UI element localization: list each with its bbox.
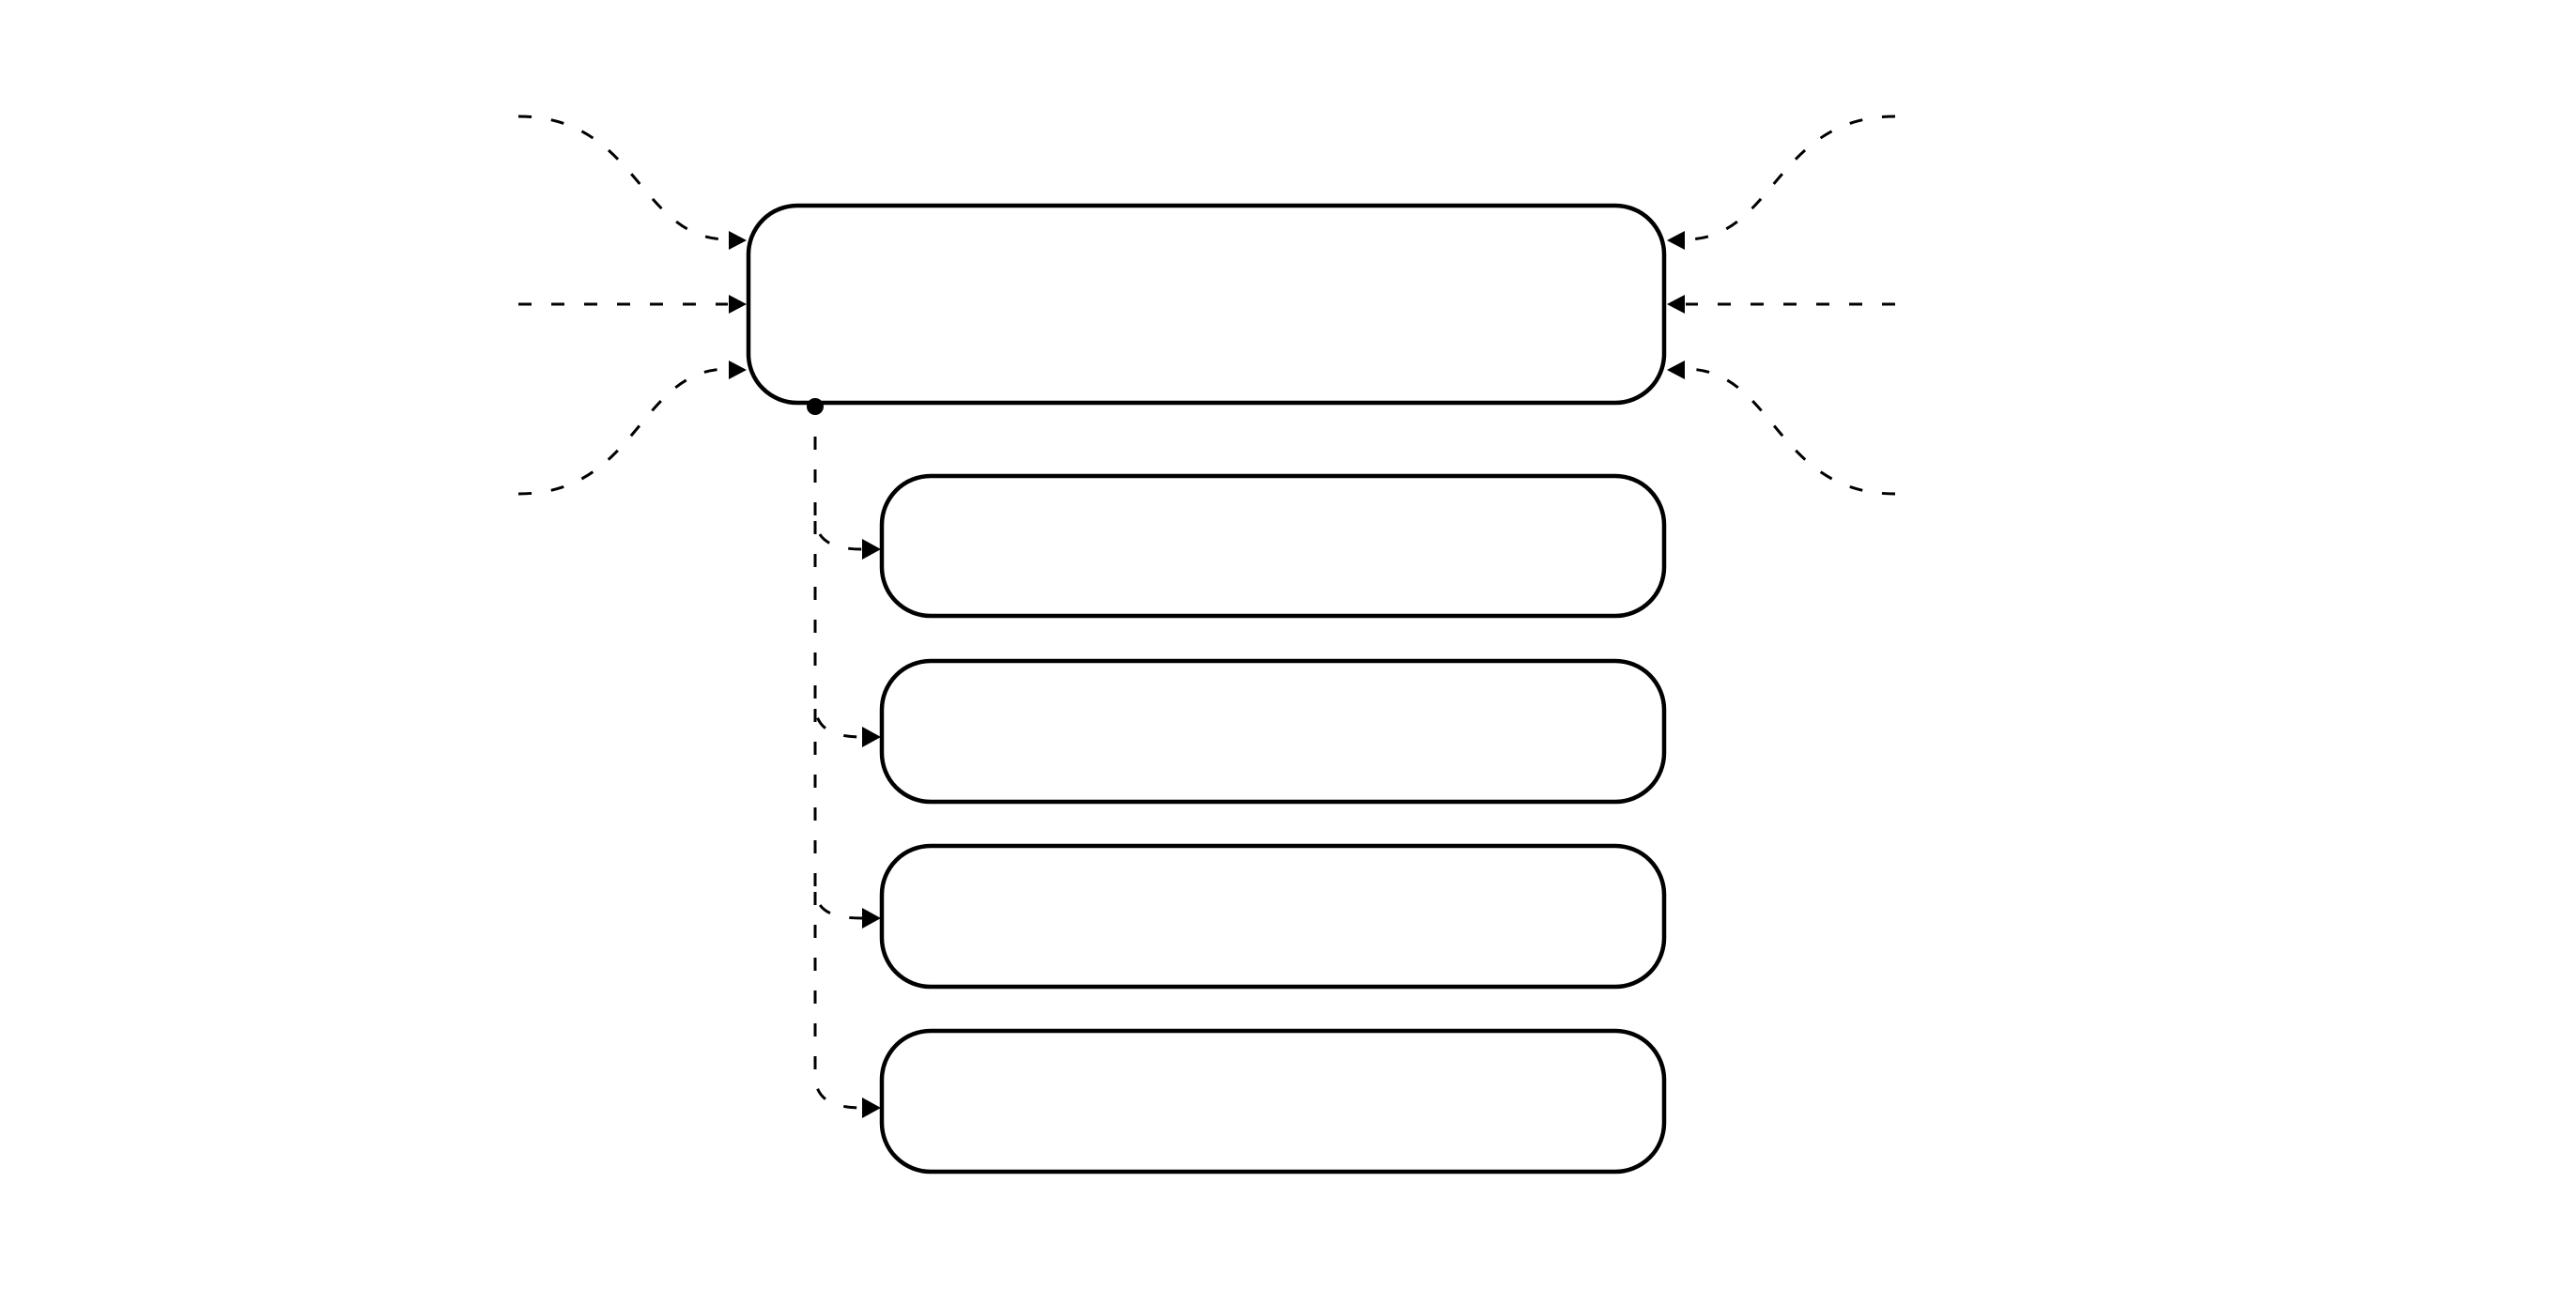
- branch-4-arrow-icon: [862, 1098, 881, 1118]
- right-input-connectors: [1667, 115, 1896, 496]
- right-input-bottom-connector: [1685, 367, 1896, 496]
- branch-connector-2: [813, 521, 863, 739]
- branch-2-arrow-icon: [862, 727, 881, 747]
- left-input-top-connector: [517, 115, 729, 241]
- right-input-top-arrow-icon: [1667, 231, 1685, 250]
- branch-connector-4: [813, 892, 863, 1110]
- branch-origin-dot: [807, 398, 824, 415]
- branch-3-arrow-icon: [862, 908, 881, 929]
- child-box-1[interactable]: [879, 473, 1667, 619]
- left-input-top-arrow-icon: [729, 231, 747, 250]
- child-boxes: [879, 473, 1667, 1174]
- child-box-3[interactable]: [879, 843, 1667, 990]
- left-input-middle-arrow-icon: [729, 295, 747, 314]
- right-input-bottom-arrow-icon: [1667, 361, 1685, 379]
- main-box[interactable]: [746, 203, 1667, 406]
- child-box-4[interactable]: [879, 1028, 1667, 1174]
- child-box-2[interactable]: [879, 658, 1667, 805]
- branch-connector-3: [813, 709, 863, 920]
- left-input-connectors: [517, 115, 747, 496]
- branch-connectors: [807, 398, 881, 1118]
- left-input-bottom-connector: [517, 367, 729, 496]
- left-input-bottom-arrow-icon: [729, 361, 747, 379]
- right-input-top-connector: [1685, 115, 1896, 241]
- right-input-middle-arrow-icon: [1667, 295, 1685, 314]
- branch-1-arrow-icon: [862, 539, 881, 560]
- branch-connector-1: [813, 437, 863, 551]
